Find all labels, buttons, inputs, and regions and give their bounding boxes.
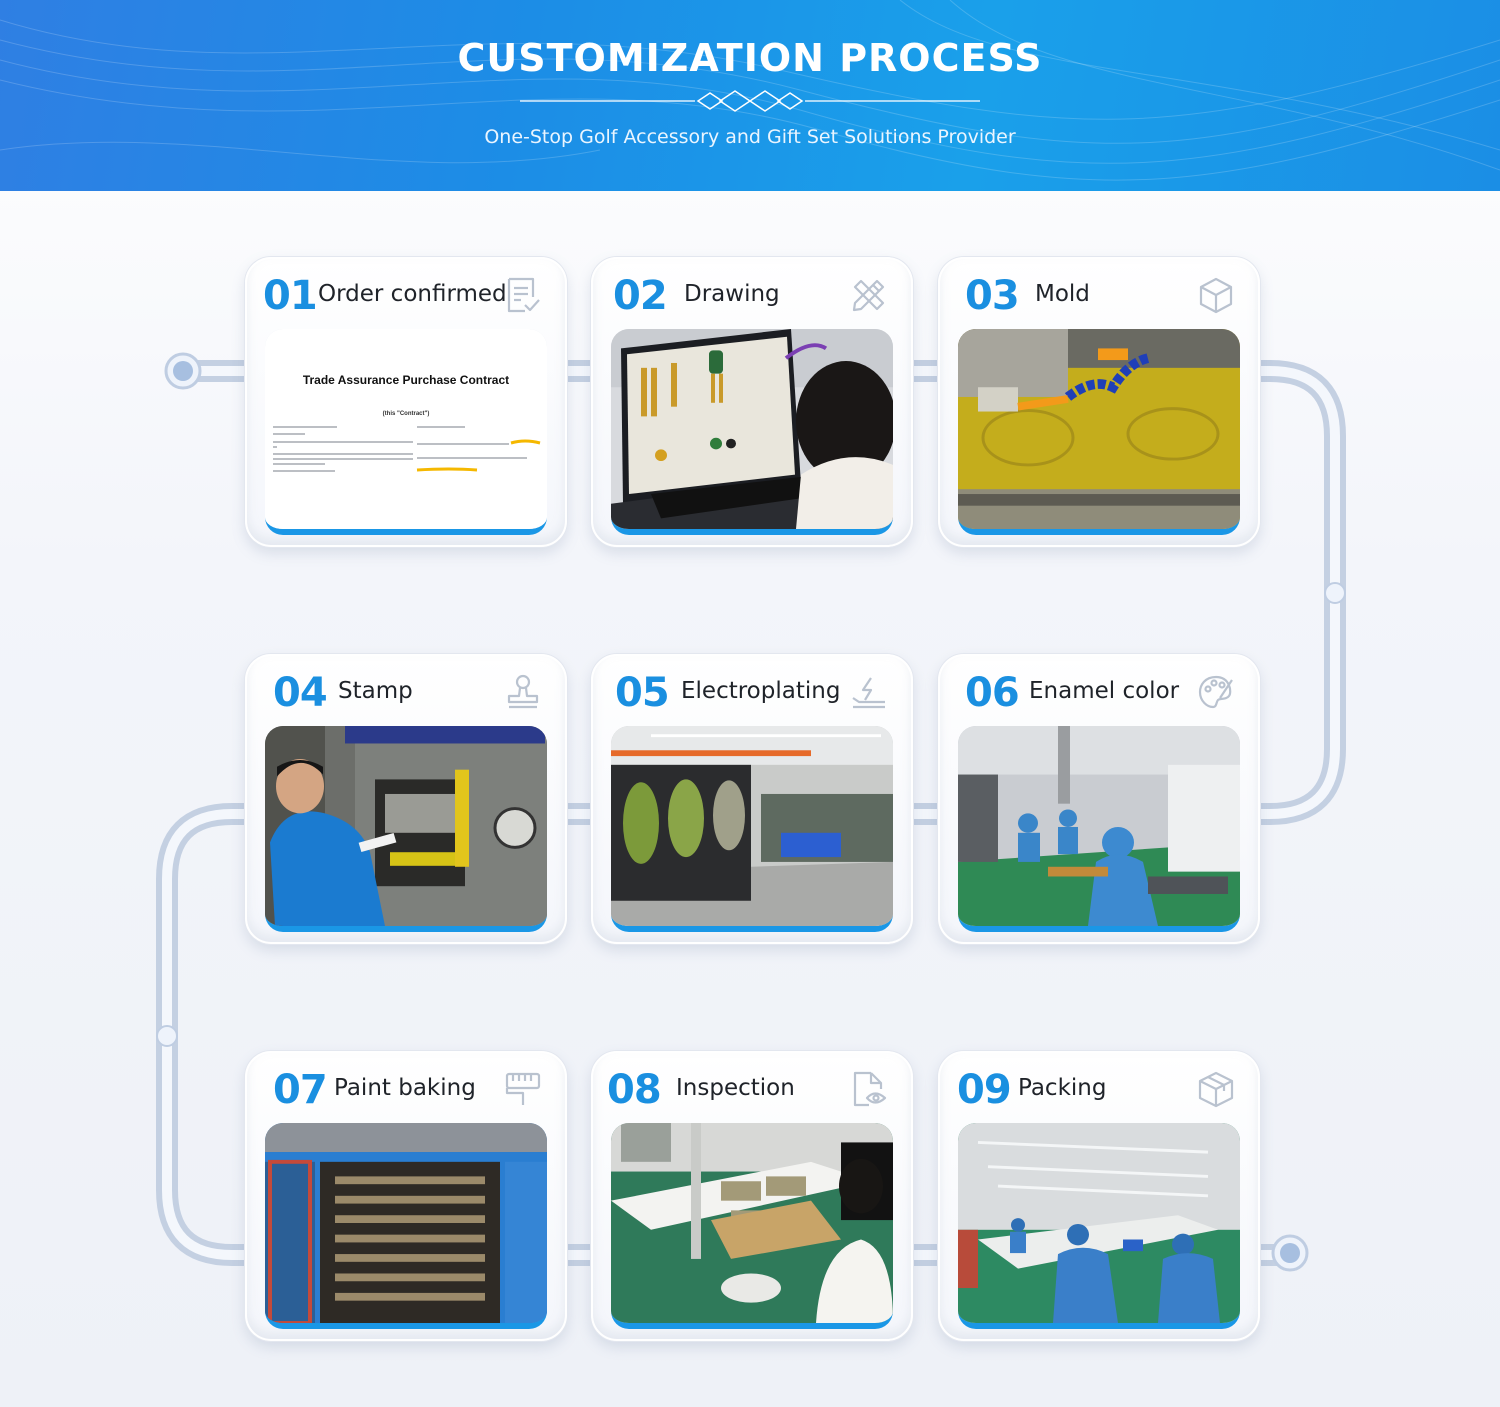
photo-contract-document: Trade Assurance Purchase Contract (this … [265,329,547,535]
paint-roller-icon [505,1072,541,1105]
step-label: Drawing [684,281,780,307]
step-number: 06 [965,670,1020,716]
step-number: 01 [263,273,318,319]
step-label: Inspection [676,1075,795,1101]
step-number: 03 [965,273,1020,319]
step-number: 04 [273,670,328,716]
header-banner: CUSTOMIZATION PROCESS One-Stop Golf Acce… [0,0,1500,191]
step-card-inspection: 08 Inspection [591,1051,913,1341]
box-icon [1198,1071,1234,1108]
photo-packing-workshop [958,1123,1240,1329]
contract-text-lines [273,426,541,472]
pencil-ruler-icon [852,279,885,312]
page-subtitle: One-Stop Golf Accessory and Gift Set Sol… [484,126,1016,148]
palette-icon [1198,675,1233,709]
photo-inspection-table [611,1123,893,1329]
contract-title: Trade Assurance Purchase Contract [302,373,510,387]
title-ornament [520,90,980,112]
step-card-electroplating: 05 Electroplating [591,654,913,944]
step-card-mold: 03 Mold [938,257,1260,547]
step-card-order-confirmed: 01 Order confirmed Trade Assurance Purch… [245,257,567,547]
step-card-paint-baking: 07 Paint baking [245,1051,567,1341]
step-label: Mold [1035,281,1090,307]
document-eye-icon [853,1071,887,1107]
step-number: 02 [613,273,668,319]
photo-baking-oven [265,1123,547,1329]
step-label: Enamel color [1029,678,1180,704]
step-label: Paint baking [334,1075,476,1101]
step-card-stamp: 04 Stamp [245,654,567,944]
step-label: Stamp [338,678,413,704]
step-number: 07 [273,1067,328,1113]
step-card-packing: 09 Packing [938,1051,1260,1341]
step-label: Electroplating [681,678,841,704]
photo-enamel-workshop [958,726,1240,932]
step-card-drawing: 02 Drawing [591,257,913,547]
photo-electroplating-line [611,726,893,932]
page-title: CUSTOMIZATION PROCESS [457,36,1043,80]
document-check-icon [507,277,540,313]
photo-stamping-press-worker [265,726,547,932]
cube-icon [1199,277,1233,314]
photo-cnc-mold-engraving [958,329,1240,535]
step-label: Order confirmed [318,281,507,307]
step-label: Packing [1018,1075,1107,1101]
step-number: 08 [607,1067,662,1113]
plating-icon [852,677,885,709]
contract-subtitle: (this "Contract") [382,411,430,417]
step-number: 09 [957,1067,1012,1113]
stamp-icon [507,674,539,709]
photo-designer-at-computer [611,329,893,535]
step-card-enamel-color: 06 Enamel color [938,654,1260,944]
step-number: 05 [615,670,670,716]
